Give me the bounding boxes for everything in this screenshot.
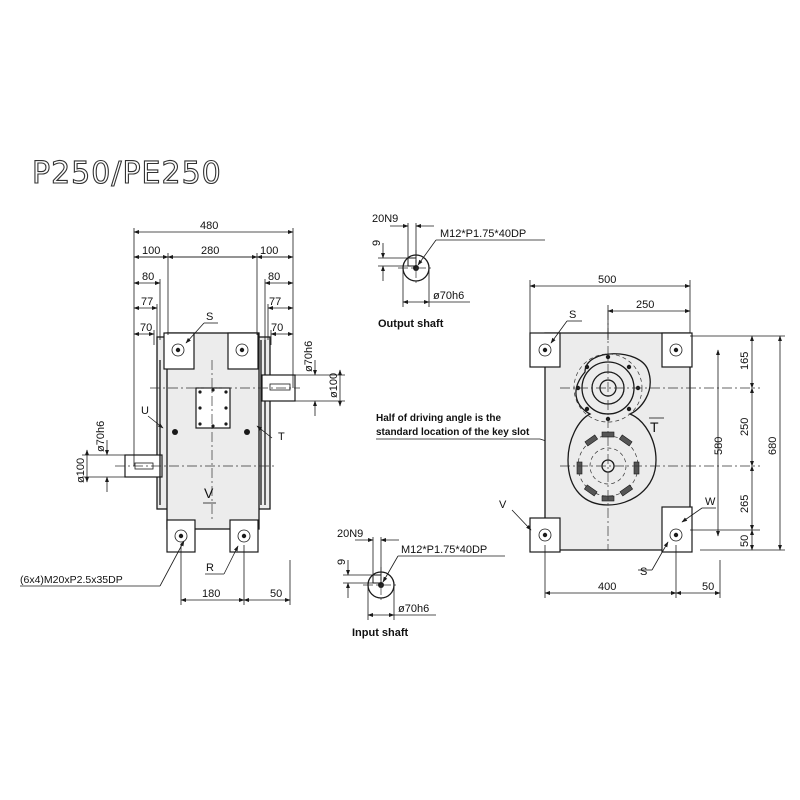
bolt-note: (6x4)M20xP2.5x35DP	[20, 574, 123, 586]
dim-bolt-edge: 50	[270, 588, 282, 600]
dim-side-bolt-400: 400	[598, 581, 616, 593]
dim-h265: 265	[739, 495, 751, 513]
input-shaft-caption: Input shaft	[352, 627, 409, 639]
drawing-title: P250/PE250	[32, 156, 222, 191]
label-t-side: T	[650, 419, 659, 435]
dim-h250: 250	[739, 418, 751, 436]
dim-flange-left: 100	[142, 245, 160, 257]
output-shaft-caption: Output shaft	[378, 318, 444, 330]
output-keyway: 20N9	[372, 213, 398, 225]
input-dia: ø70h6	[398, 603, 429, 615]
dim-output-hub-dia: ø100	[328, 373, 340, 398]
dim-bolt-spacing: 180	[202, 588, 220, 600]
label-t-front: T	[278, 431, 285, 443]
label-s-side-top: S	[569, 309, 576, 321]
dim-left-70: 70	[140, 322, 152, 334]
key-note-line-1: Half of driving angle is the	[376, 413, 501, 424]
output-thread: M12*P1.75*40DP	[440, 228, 526, 240]
dim-body-width: 280	[201, 245, 219, 257]
dim-h165: 165	[739, 352, 751, 370]
dim-input-shaft-dia: ø70h6	[95, 421, 107, 452]
side-view: 500 250 165 250 265 50 580 680 400 50 S …	[499, 274, 785, 598]
dim-right-77: 77	[269, 296, 281, 308]
dim-input-hub-dia: ø100	[75, 458, 87, 483]
label-r: R	[206, 562, 214, 574]
dim-side-bolt-50: 50	[702, 581, 714, 593]
label-s-front: S	[206, 311, 213, 323]
dim-side-width: 500	[598, 274, 616, 286]
front-view: 480 100 280 100 80 80 77 77 70 70 ø70h6 …	[20, 220, 345, 605]
label-u: U	[141, 405, 149, 417]
dim-left-77: 77	[141, 296, 153, 308]
dim-h50: 50	[739, 535, 751, 547]
label-w: W	[705, 496, 716, 508]
side-housing	[567, 353, 657, 506]
dim-output-shaft-dia: ø70h6	[303, 341, 315, 372]
output-key-depth: 9	[371, 240, 383, 246]
label-v-front: V	[204, 485, 214, 501]
input-keyway: 20N9	[337, 528, 363, 540]
label-v-side: V	[499, 499, 507, 511]
dim-side-half-width: 250	[636, 299, 654, 311]
input-shaft-detail: 20N9 9 M12*P1.75*40DP ø70h6 Input shaft	[336, 528, 505, 639]
dim-right-80: 80	[268, 271, 280, 283]
key-note-line-2: standard location of the key slot	[376, 427, 530, 438]
dim-overall-width: 480	[200, 220, 218, 232]
dim-left-80: 80	[142, 271, 154, 283]
inspection-cover	[195, 387, 231, 429]
input-key-depth: 9	[336, 559, 348, 565]
dim-h680: 680	[767, 437, 779, 455]
dim-right-70: 70	[271, 322, 283, 334]
label-s-side-bottom: S	[640, 566, 647, 578]
dim-flange-right: 100	[260, 245, 278, 257]
output-shaft-detail: 20N9 9 M12*P1.75*40DP ø70h6 Output shaft	[371, 213, 545, 330]
input-thread: M12*P1.75*40DP	[401, 544, 487, 556]
dim-h580: 580	[713, 437, 725, 455]
output-dia: ø70h6	[433, 290, 464, 302]
